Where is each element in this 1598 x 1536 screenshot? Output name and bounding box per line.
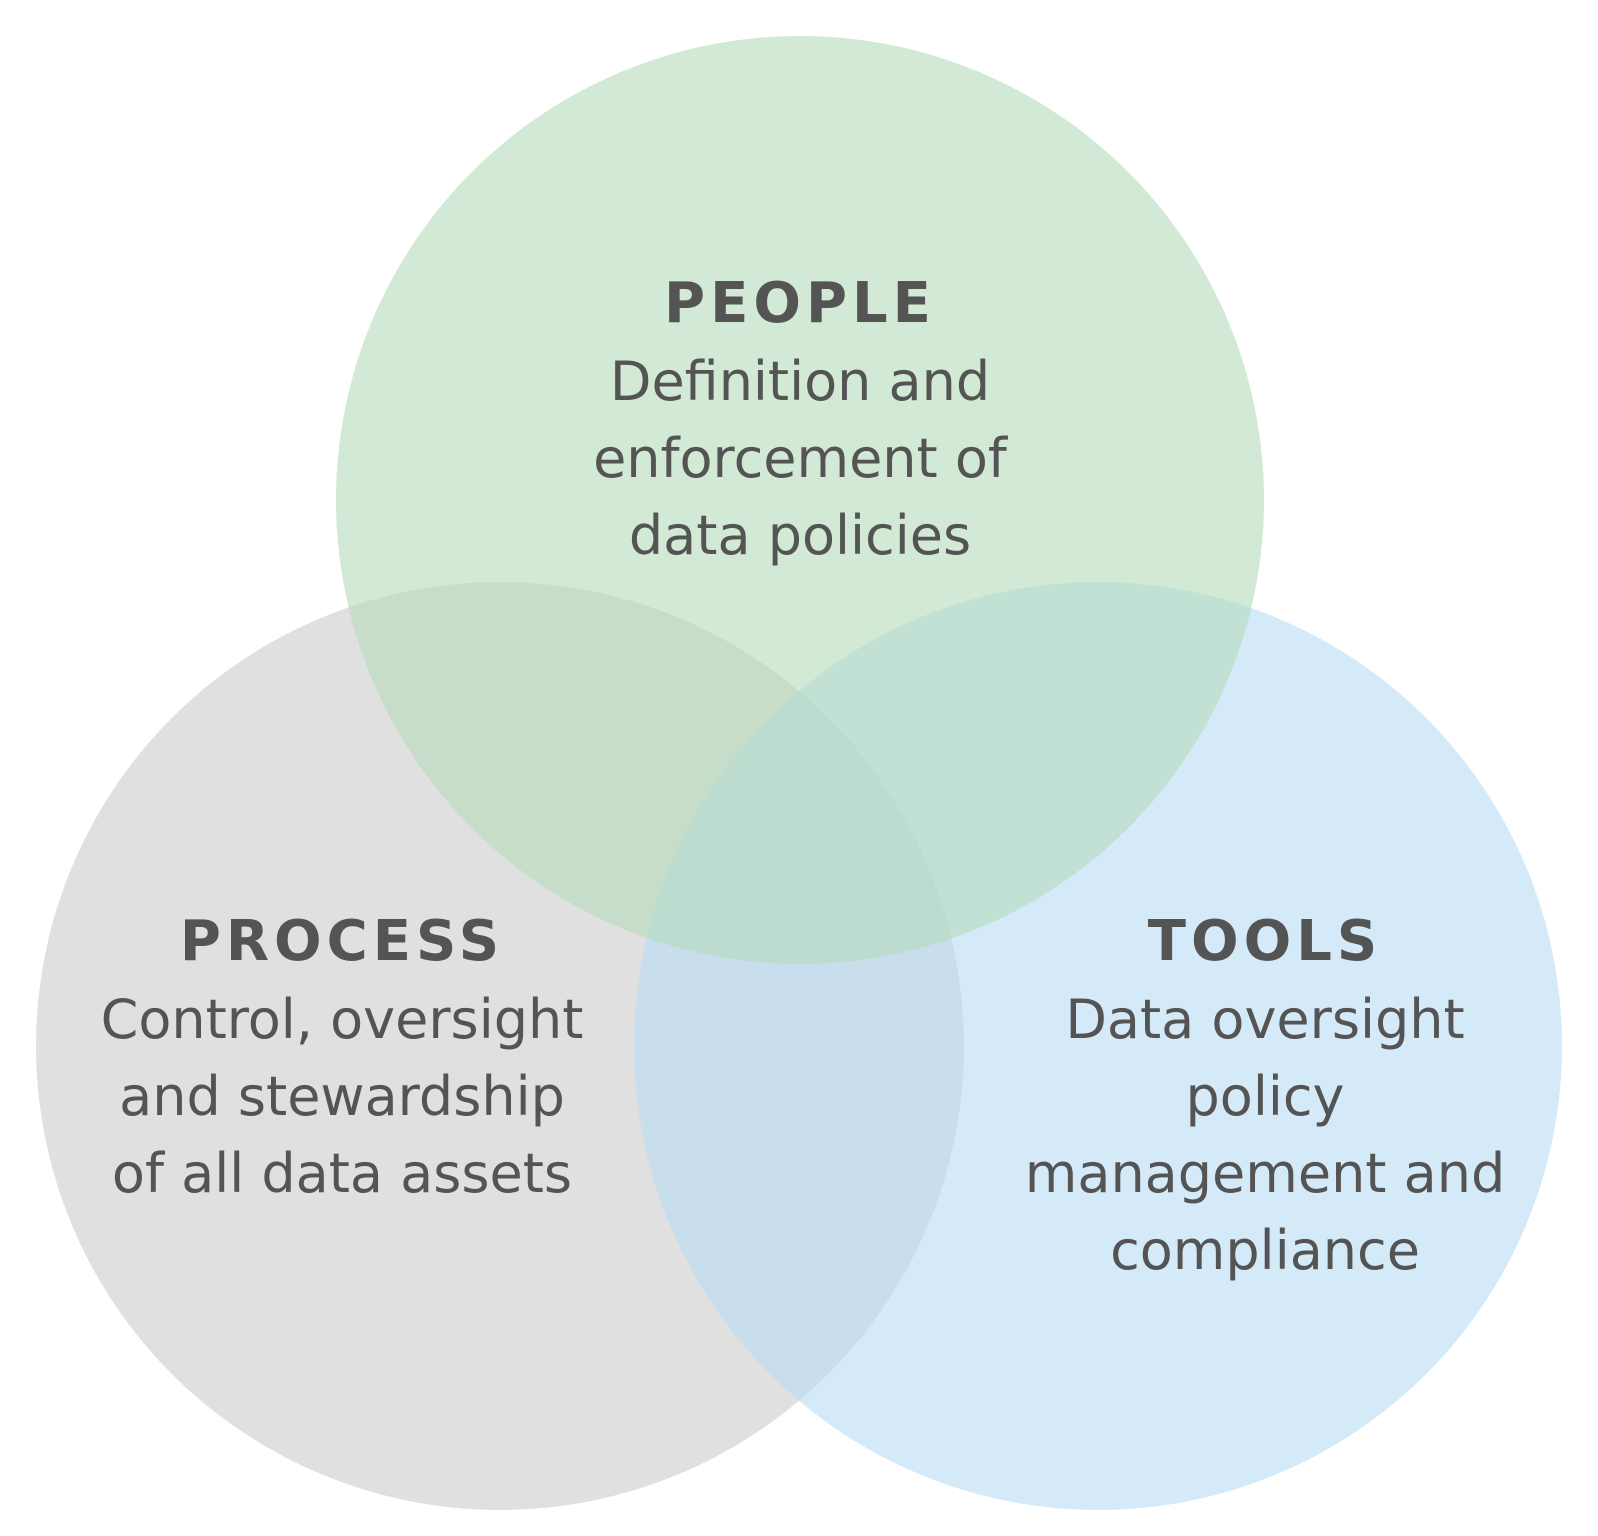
process-description-line-1: Control, oversight: [101, 988, 584, 1051]
people-circle: [336, 36, 1264, 964]
tools-title: TOOLS: [1148, 909, 1382, 974]
tools-description-line-3: management and: [1025, 1142, 1506, 1205]
tools-description-line-2: policy: [1186, 1065, 1345, 1128]
process-description-line-2: and stewardship: [119, 1065, 565, 1128]
tools-description-line-4: compliance: [1110, 1219, 1420, 1282]
people-description-line-3: data policies: [629, 504, 971, 567]
people-title: PEOPLE: [664, 271, 936, 336]
process-title: PROCESS: [180, 909, 504, 974]
tools-description-line-1: Data oversight: [1065, 988, 1464, 1051]
process-description-line-3: of all data assets: [112, 1142, 572, 1205]
people-description-line-2: enforcement of: [593, 427, 1009, 490]
people-description-line-1: Definition and: [610, 350, 990, 413]
